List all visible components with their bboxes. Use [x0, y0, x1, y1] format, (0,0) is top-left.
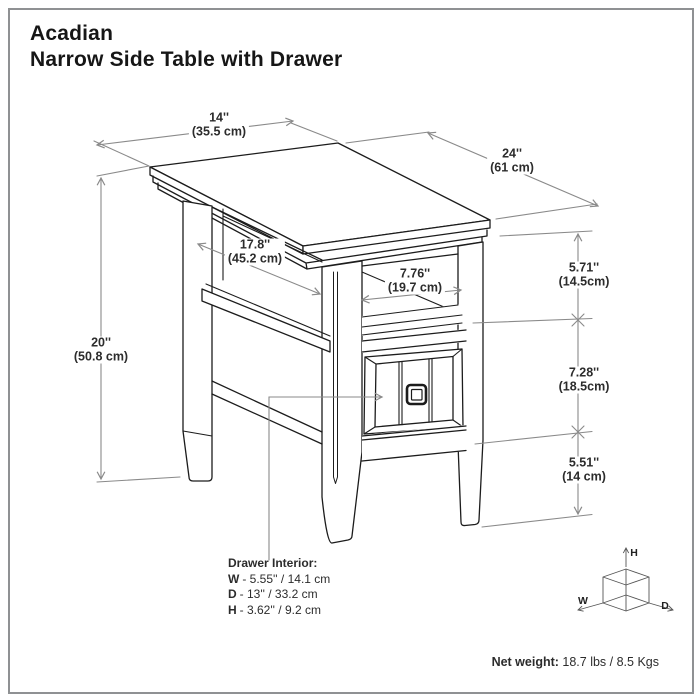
tick-cross — [571, 425, 585, 439]
tick-cross — [571, 313, 585, 327]
drawer-interior-note: Drawer Interior: W- 5.55'' / 14.1 cm D- … — [228, 556, 330, 618]
right-leg — [457, 241, 484, 527]
dim-label-top-to-shelf: 5.71'' (14.5cm) — [555, 261, 613, 289]
dim-label-leg-clearance: 5.51'' (14 cm) — [559, 456, 609, 484]
orientation-cube — [577, 547, 674, 612]
net-weight: Net weight: 18.7 lbs / 8.5 Kgs — [491, 655, 659, 669]
drawer-interior-height: H- 3.62'' / 9.2 cm — [228, 602, 321, 617]
front-leg — [321, 260, 363, 544]
dim-label-drawer-section: 7.28'' (18.5cm) — [555, 366, 613, 394]
cube-depth-axis — [648, 602, 674, 612]
product-brand-line: Acadian — [30, 22, 114, 45]
cube-axis-label-h: H — [630, 547, 638, 559]
left-leg — [182, 200, 213, 482]
drawer-interior-title: Drawer Interior: — [228, 556, 318, 570]
title-block: Acadian Narrow Side Table with Drawer — [30, 21, 342, 73]
dim-label-shelf-opening: 7.76'' (19.7 cm) — [384, 267, 446, 295]
product-name-line: Narrow Side Table with Drawer — [30, 48, 343, 71]
drawer-interior-leader — [268, 392, 384, 561]
dim-label-top-depth: 24'' (61 cm) — [487, 147, 537, 175]
drawer-interior-width: W- 5.55'' / 14.1 cm — [228, 571, 331, 586]
drawer-front — [363, 348, 464, 435]
dim-label-height: 20'' (50.8 cm) — [70, 336, 132, 364]
dim-label-top-width: 14'' (35.5 cm) — [188, 111, 250, 139]
cube-width-axis — [577, 602, 604, 612]
table-line-drawing — [149, 142, 491, 544]
drawer-interior-depth: D- 13'' / 33.2 cm — [228, 587, 318, 601]
shelf-front-edge — [201, 288, 331, 353]
dimension-lines — [93, 117, 600, 561]
cube-axis-label-w: W — [578, 595, 588, 607]
dim-label-shelf-width: 17.8'' (45.2 cm) — [224, 238, 286, 266]
cube-axis-label-d: D — [661, 600, 669, 612]
